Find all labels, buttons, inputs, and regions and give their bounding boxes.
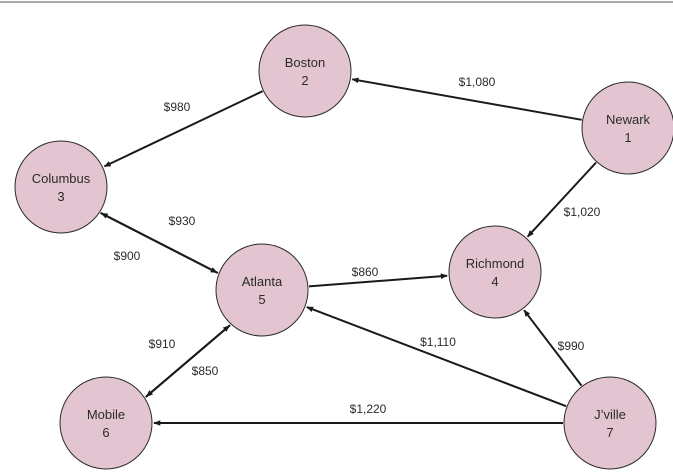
node-columbus: Columbus 3 xyxy=(14,140,108,234)
node-number-label: 6 xyxy=(102,425,109,440)
edge-cost-label-1-4: $1,020 xyxy=(564,205,601,219)
node-boston: Boston 2 xyxy=(258,24,352,118)
node-circle xyxy=(258,24,352,118)
node-number-label: 3 xyxy=(57,189,64,204)
node-mobile: Mobile 6 xyxy=(59,376,153,470)
node-number-label: 7 xyxy=(606,425,613,440)
edge-arrow-6-5 xyxy=(145,324,231,398)
edge-cost-label-5-6: $910 xyxy=(149,337,176,351)
node-name-label: Mobile xyxy=(87,407,125,422)
edge-arrow-1-2 xyxy=(351,77,582,121)
node-name-label: Newark xyxy=(606,112,651,127)
node-atlanta: Atlanta 5 xyxy=(215,243,309,337)
node-number-label: 1 xyxy=(624,130,631,145)
edge-labels-layer: $1,080 $980 $1,020 $930 $900 $860 $910 $850 $1,1… xyxy=(114,75,601,416)
edge-arrow-3-5 xyxy=(100,212,218,274)
node-name-label: Boston xyxy=(285,55,325,70)
node-newark: Newark 1 xyxy=(581,81,673,175)
edge-arrow-5-4 xyxy=(308,273,448,288)
edge-cost-label-5-4: $860 xyxy=(352,265,379,279)
edge-cost-label-6-5: $850 xyxy=(192,364,219,378)
node-name-label: Atlanta xyxy=(242,274,283,289)
node-circle xyxy=(14,140,108,234)
edge-cost-label-5-3: $930 xyxy=(169,214,196,228)
edge-cost-label-7-6: $1,220 xyxy=(350,402,387,416)
edge-arrow-2-3 xyxy=(103,90,264,168)
edge-cost-label-7-5: $1,110 xyxy=(420,335,456,349)
node-name-label: J’ville xyxy=(594,407,626,422)
edge-cost-label-1-2: $1,080 xyxy=(459,75,496,89)
edge-cost-label-2-3: $980 xyxy=(164,100,191,114)
node-circle xyxy=(59,376,153,470)
edge-cost-label-7-4: $990 xyxy=(558,339,585,353)
edges-layer xyxy=(100,77,597,426)
node-circle xyxy=(563,376,657,470)
edge-arrow-7-4 xyxy=(523,309,583,387)
node-circle xyxy=(448,225,542,319)
node-circle xyxy=(581,81,673,175)
node-name-label: Columbus xyxy=(32,171,91,186)
edge-arrow-7-5 xyxy=(306,306,567,408)
edge-cost-label-3-5: $900 xyxy=(114,249,141,263)
node-jville: J’ville 7 xyxy=(563,376,657,470)
node-number-label: 2 xyxy=(301,73,308,88)
node-number-label: 4 xyxy=(491,274,498,289)
node-number-label: 5 xyxy=(258,292,265,307)
node-name-label: Richmond xyxy=(466,256,525,271)
node-circle xyxy=(215,243,309,337)
node-richmond: Richmond 4 xyxy=(448,225,542,319)
edge-arrow-1-4 xyxy=(526,161,597,238)
